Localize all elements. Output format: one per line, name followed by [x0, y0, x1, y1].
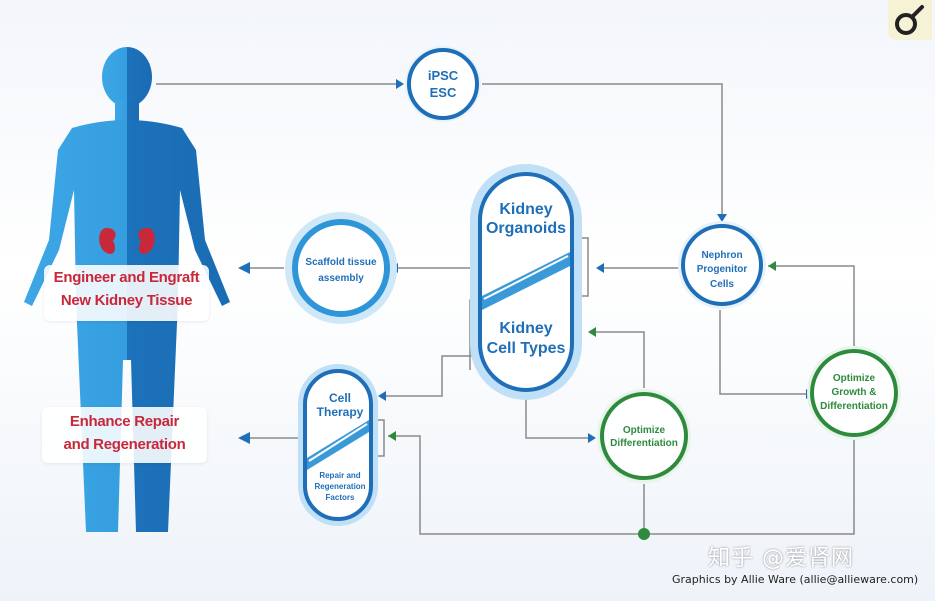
organoids-label-2: Organoids: [486, 220, 566, 237]
arrow-to-enhance: [238, 432, 250, 444]
optimize-differentiation-node: [597, 389, 691, 483]
celltherapy-capsule: [298, 364, 385, 526]
enhance-title-box: [42, 407, 207, 463]
optdiff-label-2: Differentiation: [610, 438, 678, 449]
celltypes-label-1: Kidney: [499, 320, 552, 337]
engineer-title-box: [44, 265, 209, 321]
celltypes-label-2: Cell Types: [487, 340, 566, 357]
logo-icon: [895, 5, 924, 35]
arrow-bottom-to-celltherapy: [388, 431, 396, 441]
nephron-node: [678, 221, 766, 309]
celltherapy-label-1: Cell: [329, 391, 351, 405]
optgrowth-label-3: Differentiation: [820, 401, 888, 412]
watermark-text: 知乎 @爱肾网: [708, 546, 854, 571]
enhance-title-line2: and Regeneration: [63, 436, 186, 453]
arrow-to-nephron: [717, 214, 727, 222]
arrow-to-organoids: [596, 263, 604, 273]
nephron-label-1: Nephron: [701, 250, 742, 261]
arrow-growth-to-nephron: [768, 261, 776, 271]
engineer-title-line1: Engineer and Engraft: [53, 269, 200, 286]
optimize-growth-node: [807, 346, 901, 440]
arrow-to-celltypes: [588, 327, 596, 337]
engineer-title-line2: New Kidney Tissue: [60, 292, 193, 309]
repair-label-2: Regeneration: [314, 482, 365, 491]
organoids-capsule: [470, 164, 589, 400]
organoids-label-1: Kidney: [499, 201, 552, 218]
optgrowth-label-2: Growth &: [832, 387, 877, 398]
ipsc-label: iPSC: [428, 68, 459, 83]
optdiff-label-1: Optimize: [623, 425, 666, 436]
scaffold-node: [285, 212, 397, 324]
optgrowth-label-1: Optimize: [833, 373, 876, 384]
scaffold-label-2: assembly: [318, 273, 364, 284]
arrow-to-celltherapy: [378, 391, 386, 401]
junction-dot: [638, 528, 650, 540]
nephron-label-3: Cells: [710, 279, 734, 290]
scaffold-label-1: Scaffold tissue: [305, 257, 377, 268]
celltherapy-label-2: Therapy: [317, 405, 364, 419]
arrow-to-engineer: [238, 262, 250, 274]
arrow-to-ipsc: [396, 79, 404, 89]
repair-label-1: Repair and: [319, 471, 360, 480]
enhance-title-line1: Enhance Repair: [69, 413, 180, 430]
esc-label: ESC: [430, 85, 457, 100]
logo-badge: [888, 0, 932, 40]
arrow-to-optdiff: [588, 433, 596, 443]
credit-text: Graphics by Allie Ware (allie@allieware.…: [672, 573, 919, 586]
kidney-icon: [99, 227, 155, 254]
ipsc-esc-node: [405, 46, 481, 122]
nephron-label-2: Progenitor: [697, 264, 748, 275]
repair-label-3: Factors: [326, 493, 355, 502]
